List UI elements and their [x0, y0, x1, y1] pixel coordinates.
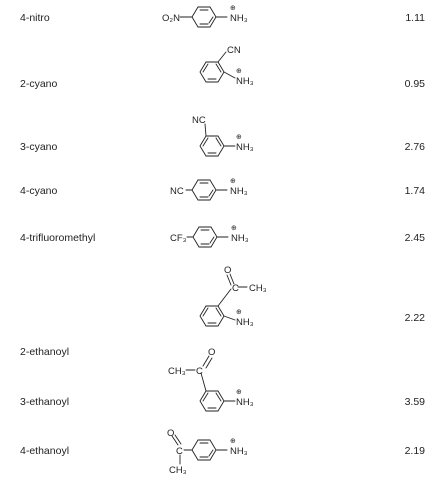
ammonium-label: NH₃ — [231, 233, 249, 244]
ammonium-label: NH₃ — [230, 446, 248, 457]
carbonyl-oxygen-label: O — [224, 265, 231, 276]
carbonyl-carbon-label: C — [176, 446, 183, 457]
value-cell: 2.22 — [404, 312, 425, 324]
substituent-name: 4-trifluoromethyl — [20, 232, 96, 244]
methyl-label: CH₃ — [169, 465, 187, 476]
positive-charge-icon: ⊕ — [230, 178, 236, 185]
ammonium-label: NH₃ — [236, 397, 254, 408]
ammonium-label: NH₃ — [236, 76, 254, 87]
structure-2-ethanoyl: O C CH₃ NH₃ ⊕ — [199, 265, 267, 328]
value-cell: 0.95 — [404, 78, 425, 90]
structure-4-ethanoyl: O C CH₃ NH₃ ⊕ — [167, 428, 248, 476]
positive-charge-icon: ⊕ — [236, 389, 242, 396]
structure-4-trifluoromethyl: CF₃ NH₃ ⊕ — [170, 225, 249, 248]
substituent-name: 3-cyano — [20, 141, 58, 153]
cyano-label: NC — [170, 186, 184, 197]
substituent-name: 2-cyano — [20, 78, 58, 90]
substituent-name: 4-nitro — [20, 12, 50, 24]
structure-2-cyano: CN NH₃ ⊕ — [199, 45, 254, 87]
ammonium-label: NH₃ — [236, 142, 254, 153]
value-cell: 2.76 — [404, 141, 425, 153]
positive-charge-icon: ⊕ — [236, 134, 242, 141]
value-cell: 1.11 — [405, 12, 425, 24]
methyl-label: CH₃ — [249, 283, 267, 294]
substituent-name: 4-ethanoyl — [20, 445, 70, 457]
nitro-label: O₂N — [162, 13, 180, 24]
positive-charge-icon: ⊕ — [230, 438, 236, 445]
methyl-label: CH₃ — [168, 366, 186, 377]
positive-charge-icon: ⊕ — [236, 309, 242, 316]
carbonyl-carbon-label: C — [232, 283, 239, 294]
cyano-label: CN — [227, 45, 241, 56]
carbonyl-carbon-label: C — [196, 366, 203, 377]
substituent-name: 2-ethanoyl — [20, 346, 70, 358]
carbonyl-oxygen-label: O — [167, 428, 174, 439]
structure-3-cyano: NC NH₃ ⊕ — [192, 115, 254, 157]
ammonium-label: NH₃ — [230, 13, 248, 24]
value-cell: 3.59 — [404, 396, 425, 408]
positive-charge-icon: ⊕ — [231, 225, 237, 232]
value-cell: 2.19 — [404, 445, 425, 457]
cyano-label: NC — [192, 115, 206, 126]
substituent-name: 4-cyano — [20, 185, 58, 197]
positive-charge-icon: ⊕ — [230, 5, 236, 12]
structure-3-ethanoyl: O C CH₃ NH₃ ⊕ — [168, 347, 254, 412]
ammonium-label: NH₃ — [230, 186, 248, 197]
positive-charge-icon: ⊕ — [236, 68, 242, 75]
substituent-name: 3-ethanoyl — [20, 396, 70, 408]
structure-4-nitro: O₂N NH₃ ⊕ — [162, 5, 248, 28]
structure-4-cyano: NC NH₃ ⊕ — [170, 178, 248, 201]
trifluoromethyl-label: CF₃ — [170, 233, 187, 244]
ammonium-label: NH₃ — [236, 317, 254, 328]
carbonyl-oxygen-label: O — [208, 347, 215, 358]
value-cell: 2.45 — [404, 232, 425, 244]
value-cell: 1.74 — [404, 185, 425, 197]
